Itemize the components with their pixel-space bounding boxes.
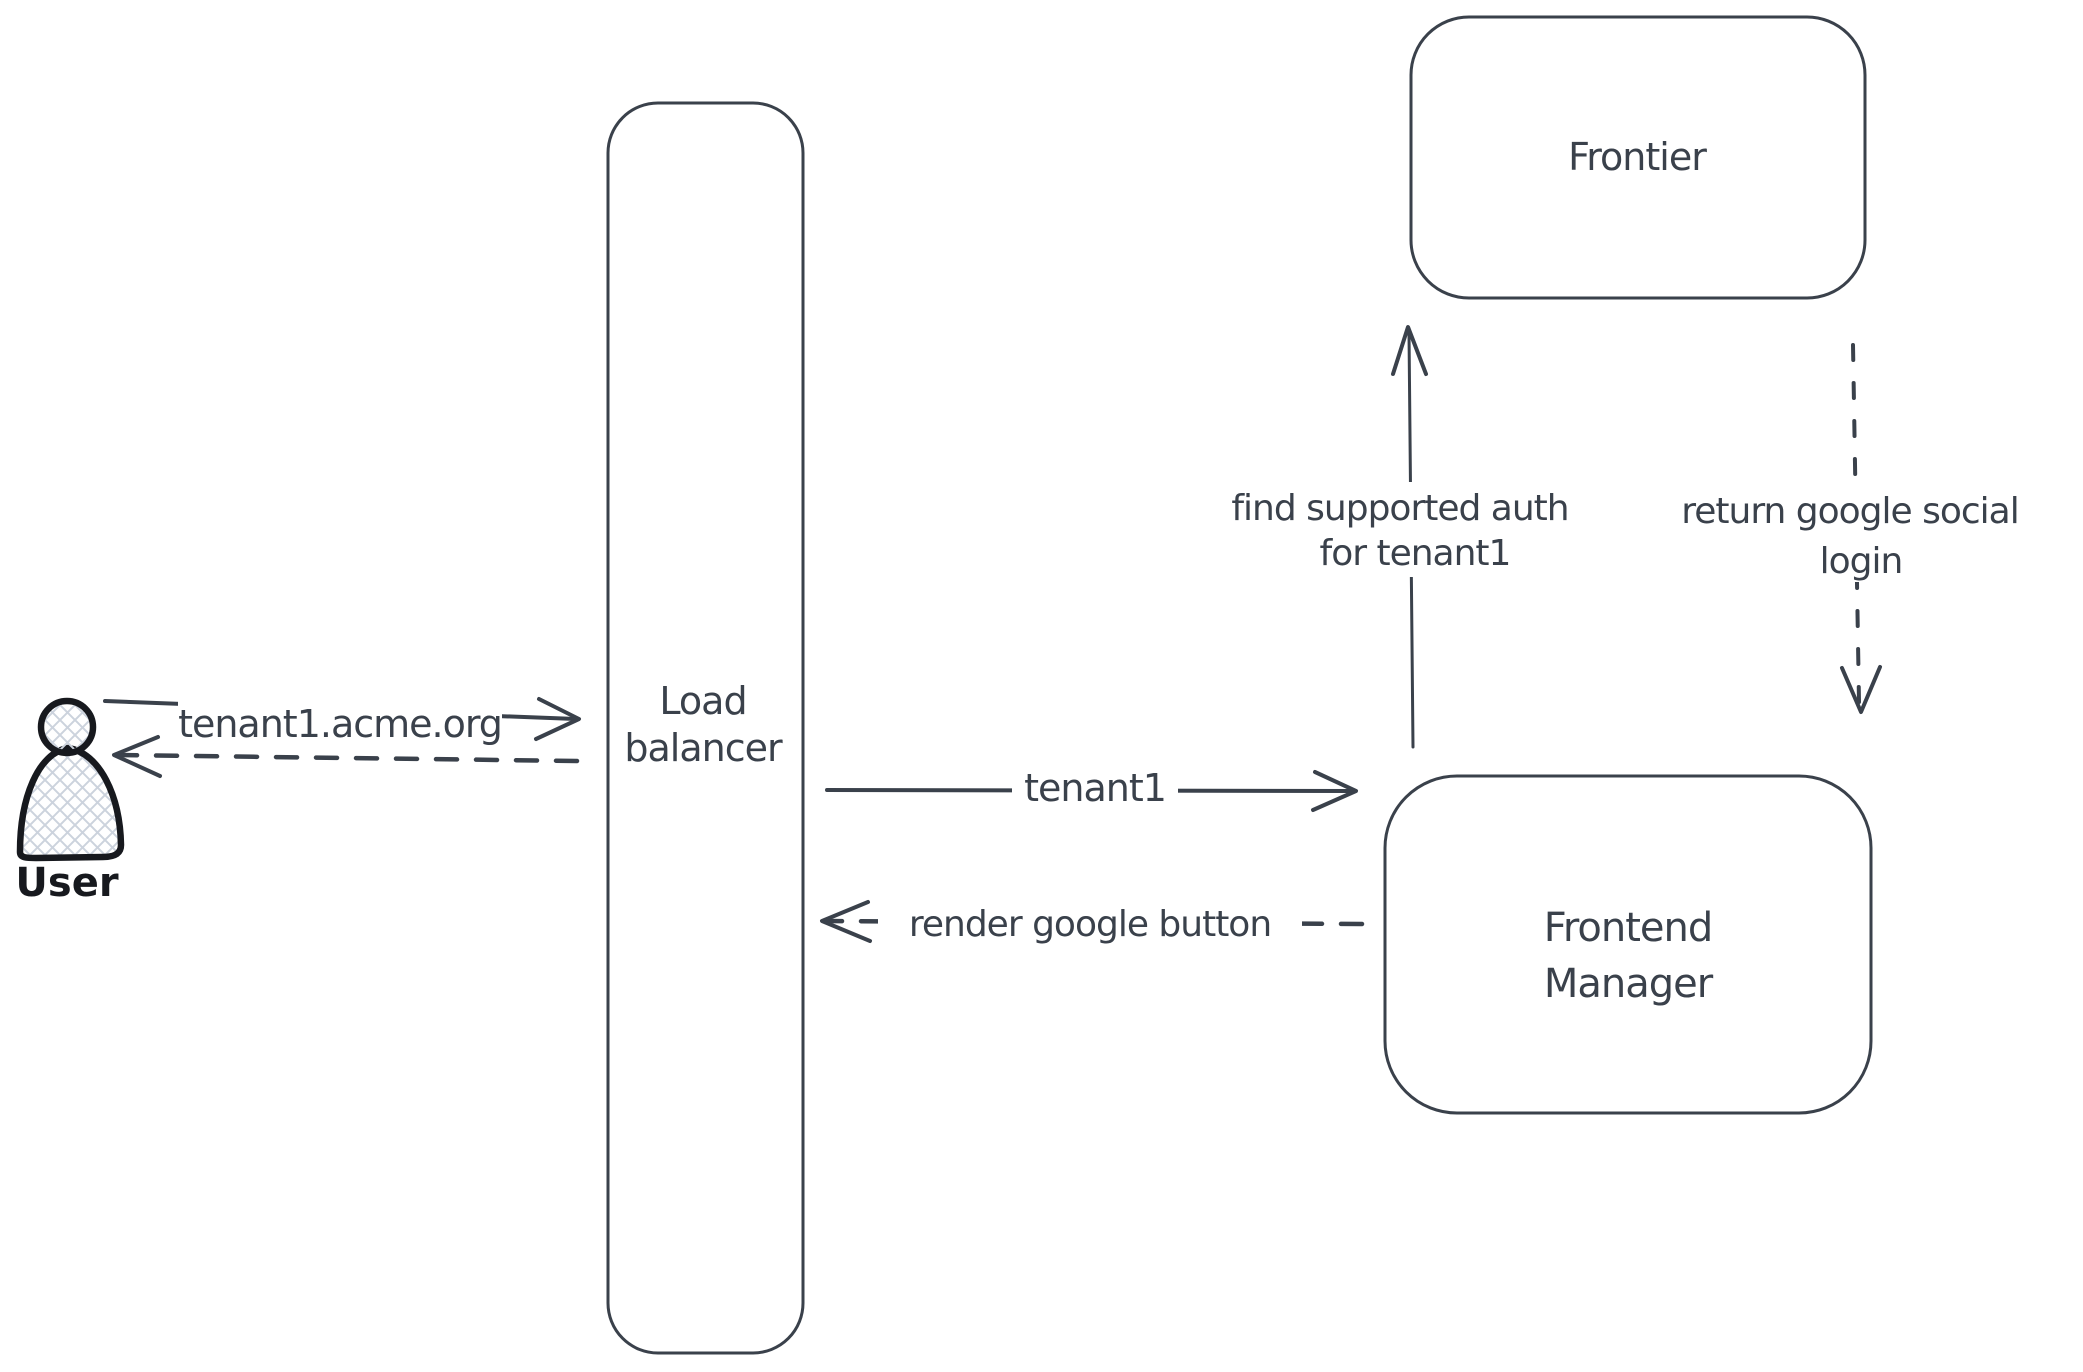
user-node: User: [15, 697, 125, 906]
edge-label-render-google-button: render google button: [909, 904, 1271, 945]
arrow-load-balancer-to-frontend-manager-head: [1311, 770, 1358, 812]
load-balancer-box: [606, 101, 805, 1355]
load-balancer-node: Load balancer: [606, 101, 805, 1355]
label-mask: [178, 700, 502, 744]
frontend-manager-box: [1383, 774, 1873, 1115]
frontend-manager-label-line-2: Manager: [1544, 961, 1714, 1007]
load-balancer-label-line-2: balancer: [624, 726, 783, 770]
frontend-manager-label-line-1: Frontend: [1544, 905, 1713, 951]
user-head-icon: [37, 697, 97, 757]
label-mask: [1650, 484, 2050, 582]
load-balancer-label-line-1: Load: [659, 679, 746, 723]
label-mask: [1012, 765, 1178, 809]
frontier-node: Frontier: [1409, 15, 1867, 300]
arrow-user-to-load-balancer-head: [534, 697, 581, 741]
arrow-frontend-manager-to-load-balancer-head: [820, 900, 872, 943]
label-mask: [878, 898, 1302, 944]
edge-label-tenant1: tenant1: [1024, 766, 1166, 810]
edge-label-find-supported-auth-line-1: find supported auth: [1231, 488, 1568, 529]
label-mask: [1205, 482, 1600, 577]
frontier-box: [1409, 15, 1867, 300]
frontier-label: Frontier: [1568, 135, 1707, 179]
edge-label-tenant1-acme-org: tenant1.acme.org: [178, 702, 502, 746]
frontend-manager-node: Frontend Manager: [1383, 774, 1873, 1115]
edge-label-return-google-social-line-1: return google social: [1681, 491, 2019, 532]
arrow-load-balancer-to-user: [112, 735, 580, 778]
arrow-frontier-to-frontend-manager-head: [1840, 665, 1882, 714]
user-body-icon: [16, 744, 125, 862]
arrow-load-balancer-to-user-head: [112, 735, 162, 778]
arrow-frontend-manager-to-frontier-head: [1391, 325, 1428, 376]
arrow-load-balancer-to-user-line: [115, 752, 580, 764]
user-label: User: [15, 860, 118, 906]
edge-label-find-supported-auth-line-2: for tenant1: [1320, 533, 1511, 574]
arrow-frontier-to-frontend-manager: [1840, 343, 1882, 714]
edge-label-return-google-social-line-2: login: [1820, 541, 1903, 582]
